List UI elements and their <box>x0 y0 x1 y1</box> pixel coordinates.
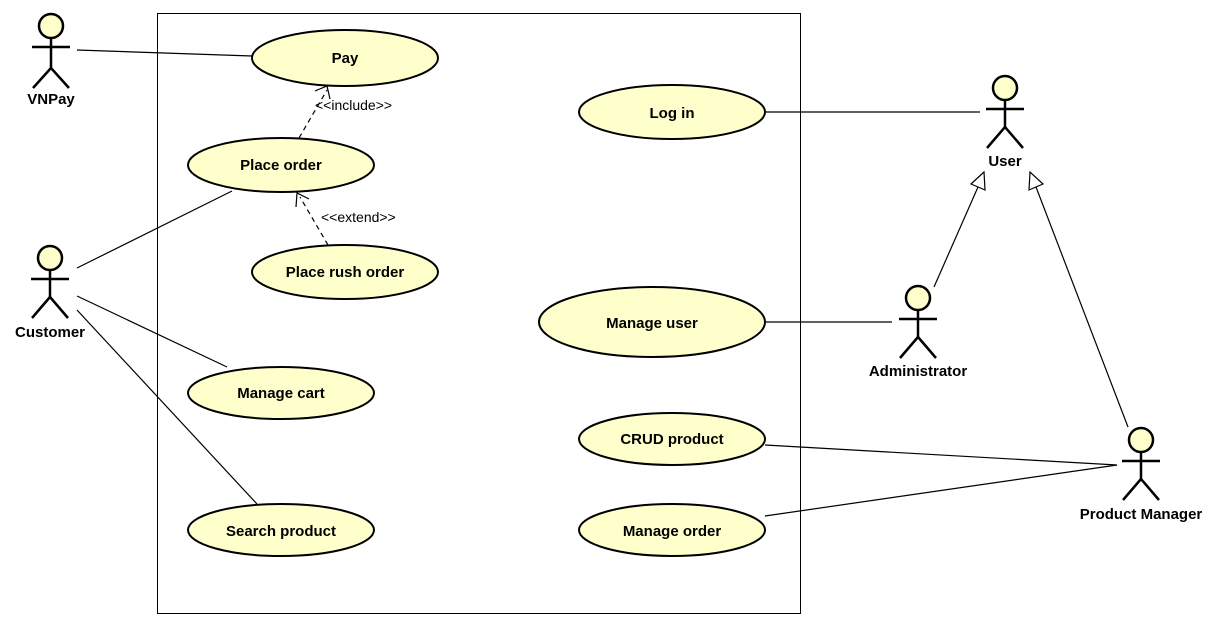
use-case-label: Log in <box>650 105 695 122</box>
use-case-label: Place rush order <box>286 264 405 281</box>
use-case-label: Place order <box>240 157 322 174</box>
use-case-manage-user[interactable]: Manage user <box>538 286 766 358</box>
association-customer-search-product <box>76 309 258 505</box>
use-case-place-order[interactable]: Place order <box>187 137 375 193</box>
include-dependency-line <box>298 89 328 139</box>
use-case-label: Manage cart <box>237 385 325 402</box>
use-case-search-product[interactable]: Search product <box>187 503 375 557</box>
use-case-manage-cart[interactable]: Manage cart <box>187 366 375 420</box>
association-customer-place-order <box>76 190 233 269</box>
actor-label: Administrator <box>869 363 968 380</box>
actor-user[interactable]: User <box>986 74 1024 170</box>
use-case-label: CRUD product <box>620 431 723 448</box>
use-case-label: Manage user <box>606 315 698 332</box>
include-stereotype-label: <<include>> <box>315 97 392 113</box>
use-case-crud-product[interactable]: CRUD product <box>578 412 766 466</box>
actor-label: User <box>988 153 1022 170</box>
association-vnpay-pay <box>76 49 253 57</box>
use-case-label: Manage order <box>623 523 722 540</box>
association-customer-manage-cart <box>76 295 228 368</box>
extend-dependency-line <box>299 196 329 246</box>
actor-label: Customer <box>15 324 85 341</box>
generalizations <box>933 170 1129 428</box>
association-manage-order-product-manager <box>764 464 1118 517</box>
actor-administrator[interactable]: Administrator <box>869 284 968 380</box>
extend-stereotype-label: <<extend>> <box>321 209 396 225</box>
actor-vnpay[interactable]: VNPay <box>27 12 75 108</box>
generalization-arrowhead-product-manager <box>1028 170 1045 191</box>
actor-product-manager[interactable]: Product Manager <box>1080 426 1203 523</box>
generalization-administrator-user <box>933 186 979 288</box>
use-case-place-rush-order[interactable]: Place rush order <box>251 244 439 300</box>
actor-label: Product Manager <box>1080 506 1203 523</box>
associations <box>76 49 1118 517</box>
generalization-arrowhead-administrator <box>969 170 986 191</box>
use-case-pay[interactable]: Pay <box>251 29 439 87</box>
generalization-product-manager-user <box>1035 186 1129 428</box>
actor-customer[interactable]: Customer <box>15 244 85 341</box>
extend-arrowhead <box>295 192 310 208</box>
use-case-manage-order[interactable]: Manage order <box>578 503 766 557</box>
use-case-label: Search product <box>226 523 336 540</box>
use-case-label: Pay <box>332 50 359 67</box>
use-case-log-in[interactable]: Log in <box>578 84 766 140</box>
use-cases: Pay Place order Place rush order Manage … <box>187 29 766 557</box>
actor-label: VNPay <box>27 91 75 108</box>
association-crud-product-product-manager <box>764 444 1118 466</box>
actors: VNPay Customer User Administrator <box>15 12 1203 523</box>
